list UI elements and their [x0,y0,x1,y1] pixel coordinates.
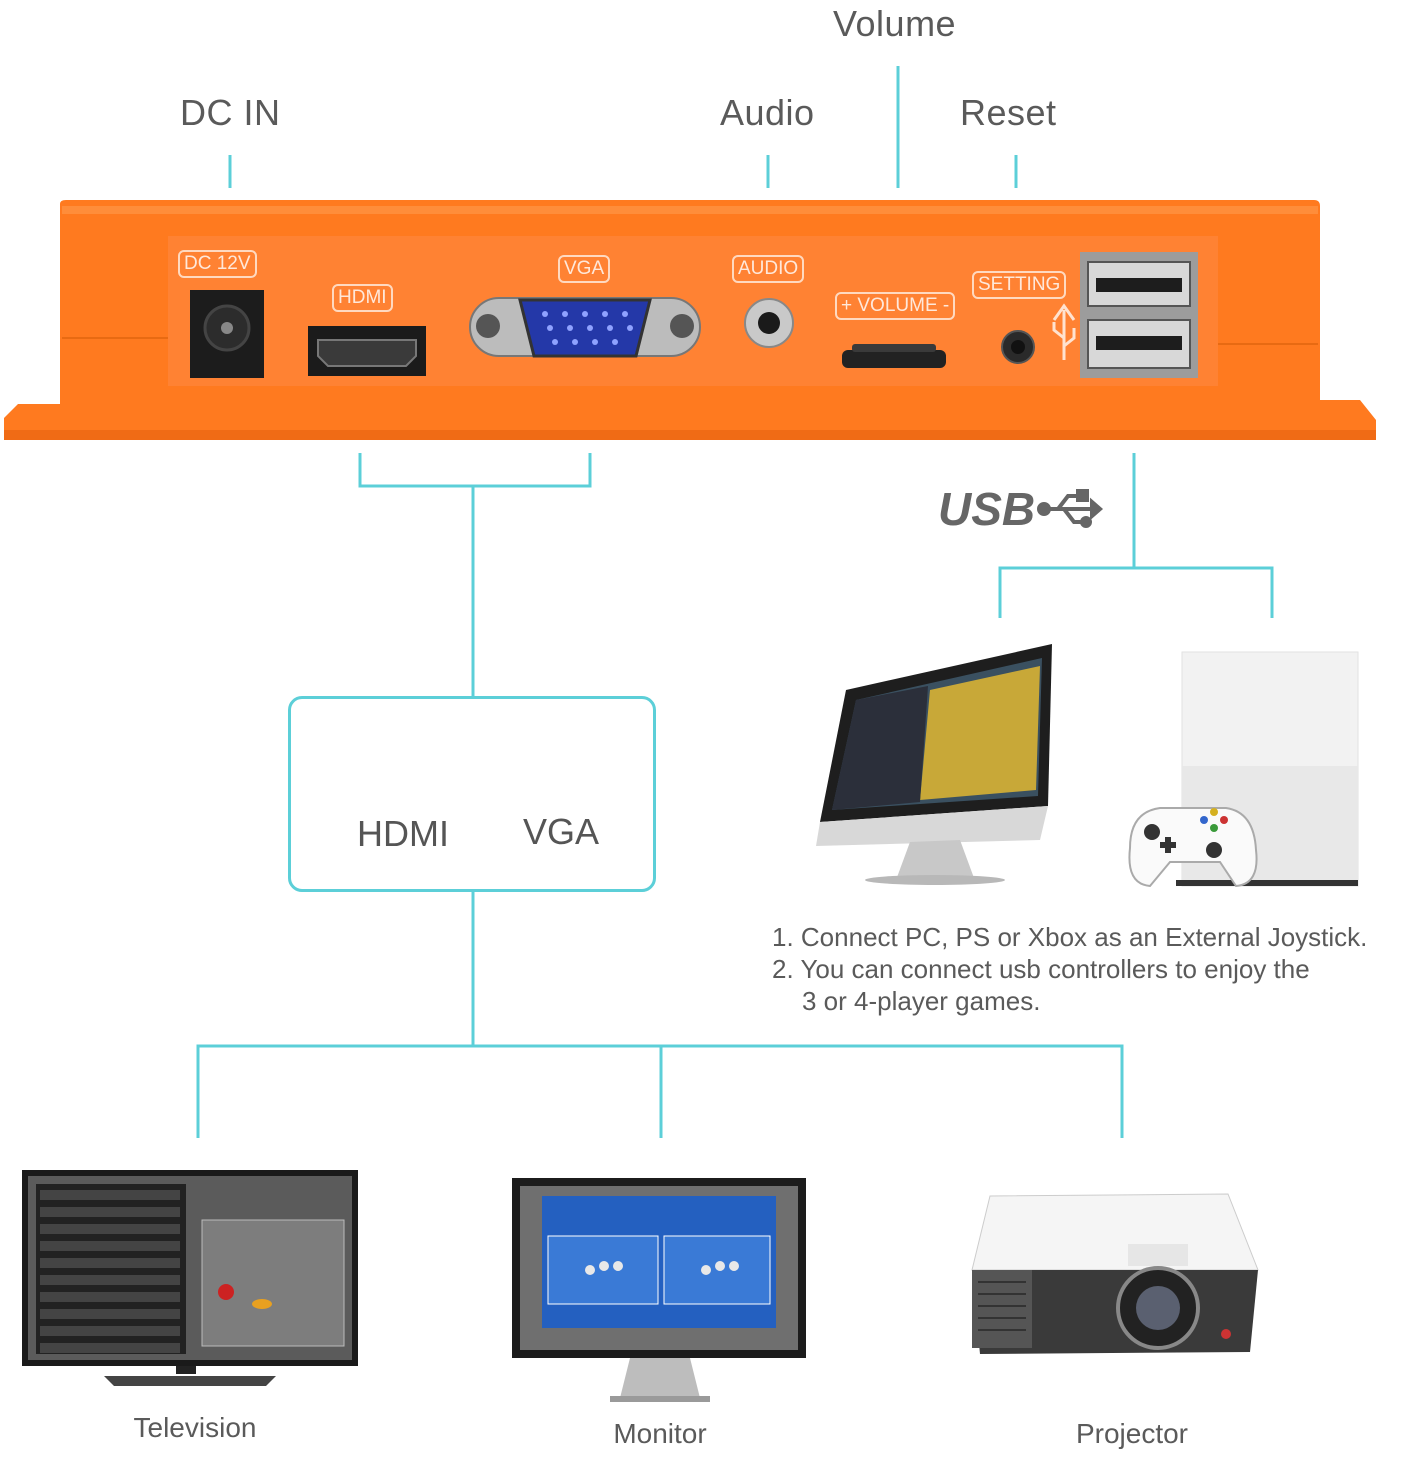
callout-volume: Volume [833,3,957,44]
note-line-1: 1. Connect PC, PS or Xbox as an External… [772,922,1368,952]
audio-jack-icon [744,298,794,348]
port-tag-setting: SETTING [972,271,1067,299]
projector-illustration [971,1193,1259,1354]
port-tag-volume: + VOLUME - [835,292,956,320]
vga-port-icon [469,297,701,358]
port-tag-dc: DC 12V [178,250,257,278]
port-tag-vga: VGA [558,255,611,283]
reset-button-icon [1001,330,1035,364]
monitor-illustration [512,1178,806,1402]
dc-jack-icon [190,290,264,378]
usb-title: USB [938,483,1036,535]
usb-ports-icon [1080,252,1198,378]
callout-dc-in: DC IN [180,92,281,133]
note-line-3: 3 or 4-player games. [802,986,1041,1016]
pc-monitor-illustration [816,644,1052,885]
television-illustration [22,1170,358,1386]
hdmi-port-icon [308,326,426,376]
usb-notes: 1. Connect PC, PS or Xbox as an External… [772,921,1367,1017]
port-tag-audio: AUDIO [732,255,805,283]
label-projector: Projector [1075,1418,1189,1449]
usb-icon [1052,303,1076,360]
signal-hdmi-label: HDMI [357,813,449,854]
orange-box-body [4,200,1376,440]
signal-vga-label: VGA [523,811,600,852]
note-line-2: 2. You can connect usb controllers to en… [772,954,1310,984]
game-console-illustration [1128,651,1359,888]
volume-wheel-icon [842,344,946,368]
port-tag-hdmi: HDMI [332,284,393,312]
video-output-box: HDMI VGA [288,696,656,892]
label-television: Television [133,1412,257,1443]
callout-reset: Reset [960,92,1057,133]
label-monitor: Monitor [613,1418,707,1449]
usb-icon [1037,489,1104,528]
callout-audio: Audio [720,92,815,133]
